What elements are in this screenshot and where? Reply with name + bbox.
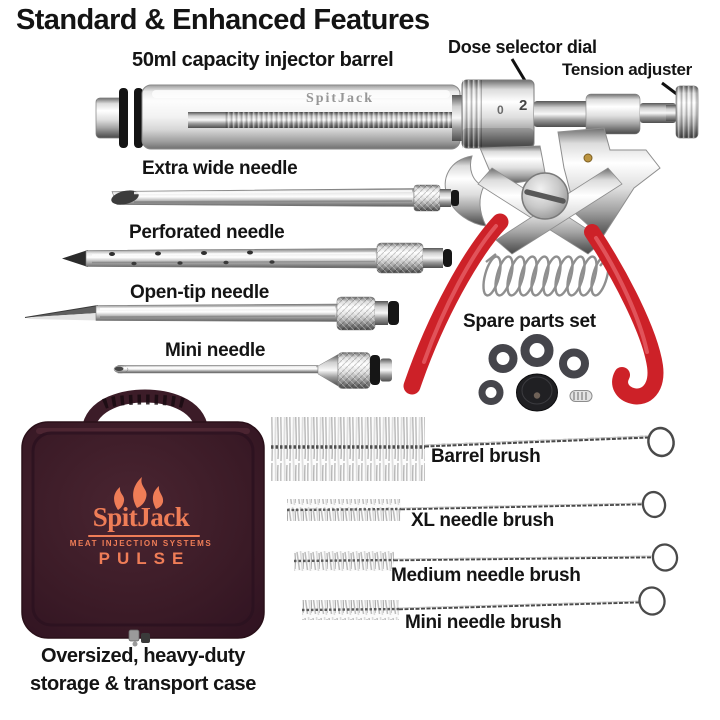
label-mini-needle-brush: Mini needle brush xyxy=(405,612,562,633)
spare-oring xyxy=(559,348,589,379)
right-red-grip xyxy=(584,224,664,405)
spare-oring xyxy=(478,380,504,405)
page-title: Standard & Enhanced Features xyxy=(16,4,430,36)
case-logo-tagline: MEAT INJECTION SYSTEMS xyxy=(69,539,213,548)
case-stitch-line xyxy=(31,431,255,627)
brush-bristles xyxy=(271,417,425,481)
case-logo-brand: SpitJack xyxy=(92,502,190,532)
case-logo-model: PULSE xyxy=(98,549,191,568)
label-mini-needle: Mini needle xyxy=(165,340,266,361)
mini-needle-brush xyxy=(301,586,666,620)
label-injector-barrel: 50ml capacity injector barrel xyxy=(132,49,394,71)
connector-oring xyxy=(443,249,452,267)
case-zipper-pulls xyxy=(128,629,150,647)
label-spare-parts-set: Spare parts set xyxy=(463,311,596,332)
needle-open-tip xyxy=(24,296,399,331)
medium-needle-brush xyxy=(293,543,679,572)
brush-wire xyxy=(398,600,642,611)
handle-spring xyxy=(482,253,610,297)
case-handle xyxy=(81,389,209,432)
xl-needle-brush xyxy=(286,490,667,521)
barrel-oring xyxy=(134,88,143,148)
needle-extra-wide xyxy=(111,184,459,212)
needle-point xyxy=(62,250,88,267)
connector-oring xyxy=(370,355,380,385)
pivot-pin xyxy=(583,153,593,163)
spare-spring xyxy=(569,390,593,402)
needle-opening xyxy=(111,190,139,205)
spare-parts-set xyxy=(478,334,593,412)
label-extra-wide-needle: Extra wide needle xyxy=(142,158,298,179)
brush-bristles xyxy=(287,499,401,521)
dial-mark-0: 0 xyxy=(497,103,504,117)
storage-case xyxy=(21,389,265,647)
barrel-brush xyxy=(271,417,675,481)
brush-loop xyxy=(641,490,667,519)
brush-loop xyxy=(638,586,666,616)
brush-wire xyxy=(393,555,654,562)
label-perforated-needle: Perforated needle xyxy=(129,222,285,243)
label-tension-adjuster: Tension adjuster xyxy=(562,60,692,79)
needle-opening xyxy=(114,366,124,371)
label-open-tip-needle: Open-tip needle xyxy=(130,282,270,303)
label-dose-selector-dial: Dose selector dial xyxy=(448,37,597,57)
connector-oring xyxy=(388,301,399,325)
barrel-oring xyxy=(119,88,128,148)
case-caption-line2: storage & transport case xyxy=(29,673,257,695)
label-barrel-brush: Barrel brush xyxy=(431,446,541,467)
label-xl-needle-brush: XL needle brush xyxy=(411,510,554,531)
spare-oring xyxy=(520,334,554,367)
case-caption-line1: Oversized, heavy-duty xyxy=(41,645,245,667)
dial-mark-2: 2 xyxy=(519,97,528,114)
brush-loop xyxy=(651,543,679,572)
label-medium-needle-brush: Medium needle brush xyxy=(391,565,581,586)
perforation-holes xyxy=(109,250,275,266)
spare-oring xyxy=(488,344,518,373)
tension-callout-line xyxy=(661,81,679,97)
handle-frame xyxy=(444,127,661,255)
barrel-etched-brand: SpitJack xyxy=(305,91,375,106)
needle-perforated xyxy=(62,242,452,274)
logo-flames-icon xyxy=(114,477,164,510)
case-logo-underline xyxy=(88,535,200,537)
connector-oring xyxy=(451,190,459,206)
injector-gun xyxy=(95,79,699,405)
brush-wire xyxy=(400,502,644,511)
brush-wire xyxy=(424,435,650,448)
needle-mini xyxy=(113,352,392,389)
plunger-end-cap xyxy=(95,97,124,139)
brush-bristles xyxy=(302,600,399,620)
brush-loop xyxy=(647,426,675,458)
